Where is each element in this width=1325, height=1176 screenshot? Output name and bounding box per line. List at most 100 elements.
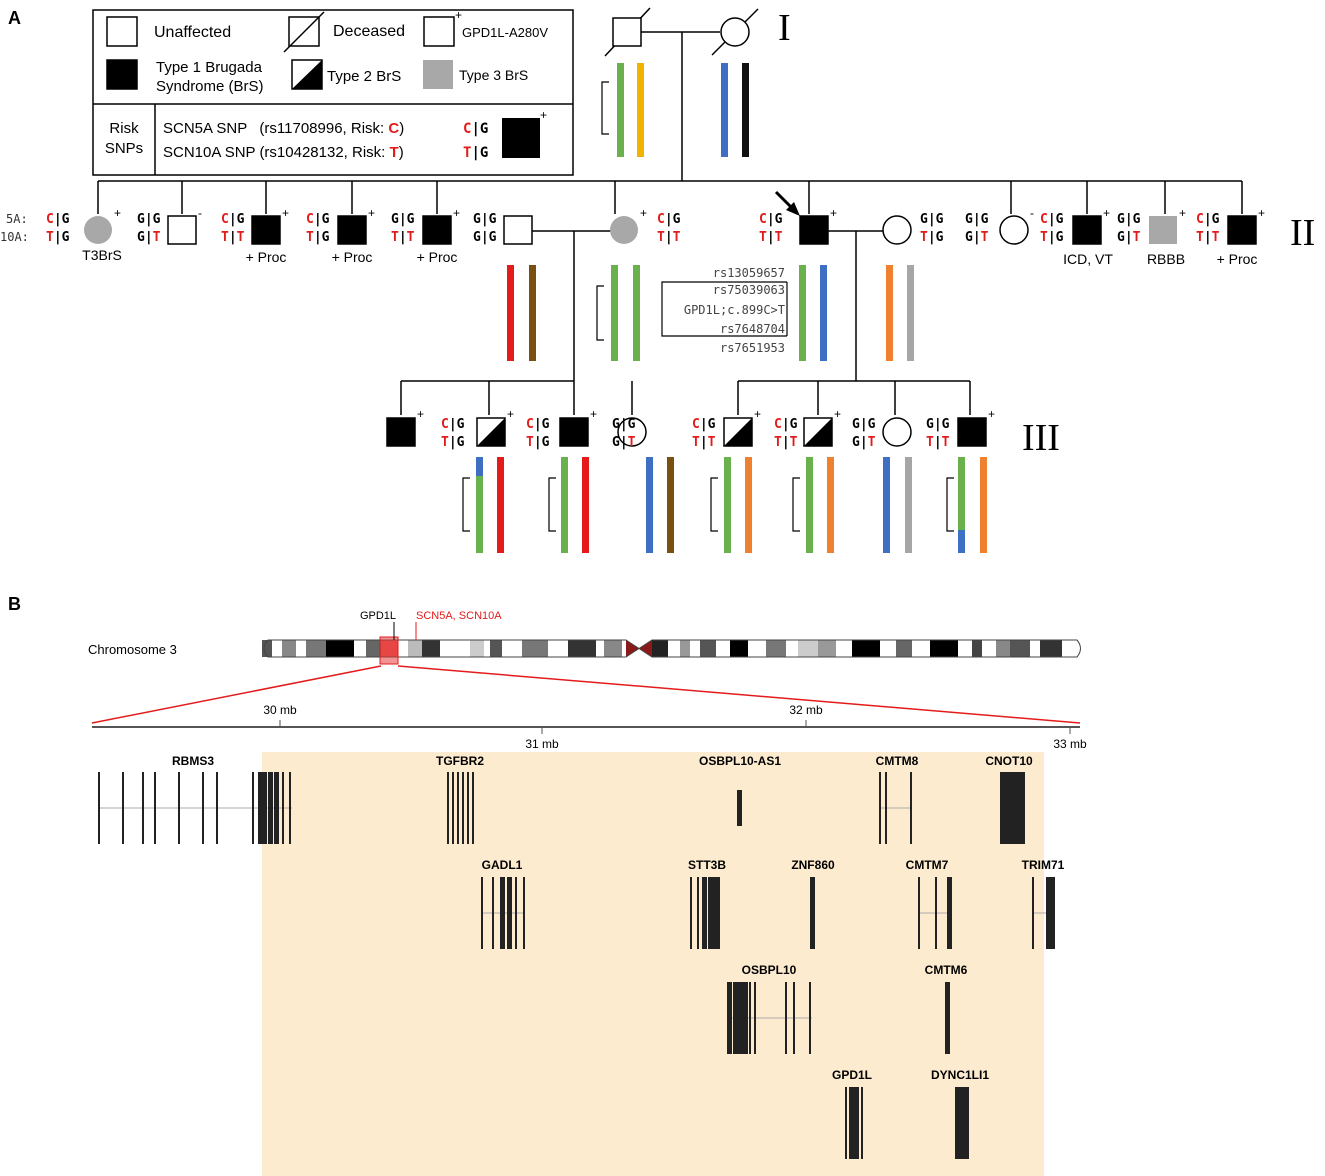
geno-ii-5-top-ch0: G (391, 212, 399, 227)
geno-ii-9-top-ch1: | (928, 212, 936, 227)
ind-iii-5-fill (724, 418, 752, 446)
geno-iii-4-top-ch2: G (708, 417, 716, 432)
chromosome-band-46 (1030, 640, 1040, 657)
key-plus: + (540, 108, 547, 122)
geno-iii-5-top: C|G (774, 417, 798, 432)
gene-label-stt3b: STT3B (688, 858, 726, 872)
ind-ii-8-sign: + (830, 206, 837, 220)
bar-i-1-a (617, 63, 624, 157)
geno-iii-1-top-ch2: G (457, 417, 465, 432)
bar-ii-6-b (529, 265, 536, 361)
geno-ii-5-top-ch1: | (399, 212, 407, 227)
chromosome-band-16 (502, 640, 522, 657)
geno-ii-10-top: G|G (965, 212, 989, 227)
geno-ii-5-bottom-ch1: | (399, 230, 407, 245)
bar-iii-4-b (667, 457, 674, 553)
gene-exon-cmtm6-1 (948, 982, 950, 1054)
geno-iii-4-top: C|G (692, 417, 716, 432)
geno-iii-2-top-ch2: G (542, 417, 550, 432)
geno-ii-12-bottom-ch0: G (1117, 230, 1125, 245)
axis-label-32: 32 mb (789, 703, 823, 717)
geno-iii-1-top-ch0: C (441, 417, 449, 432)
gene-exon-stt3b-5 (718, 877, 720, 949)
bar-i-1-b (637, 63, 644, 157)
deceased-slash (283, 11, 325, 53)
gene-exon-znf860-1 (813, 877, 815, 949)
ind-ii-10-sign: - (1030, 206, 1034, 220)
geno-ii-1-top: C|G (46, 212, 70, 227)
chromosome-band-31 (766, 640, 786, 657)
geno-iii-2-bottom-ch1: | (534, 435, 542, 450)
haplotype-marker-box: rs13059657 rs75039063 GPD1L;c.899C>T rs7… (661, 266, 788, 355)
ind-iii-1-sign: + (417, 407, 424, 421)
type2-fill (292, 60, 322, 89)
geno-ii-1-bottom-ch0: T (46, 230, 54, 245)
ind-iii-6-fill (804, 418, 832, 446)
geno-ii-2-top: G|G (137, 212, 161, 227)
geno-ii-9-top: G|G (920, 212, 944, 227)
geno-ii-12-top-ch1: | (1125, 212, 1133, 227)
geno-ii-9-bottom-ch2: G (936, 230, 944, 245)
geno-iii-6-bottom: G|T (852, 435, 876, 450)
chromosome-band-35 (836, 640, 852, 657)
gene-exon-gpd1l-2 (853, 1087, 858, 1159)
snp1-text: SCN5A SNP (rs11708996, Risk: (163, 120, 388, 137)
genomic-axis: 30 mb 31 mb 32 mb 33 mb (92, 703, 1087, 751)
marker-rs13059657: rs13059657 (713, 266, 785, 280)
geno-iii-7-top-ch2: G (942, 417, 950, 432)
gen-label-ii: II (1290, 212, 1315, 254)
key-top-sep: | (471, 121, 479, 137)
geno-ii-11-top-ch0: C (1040, 212, 1048, 227)
geno-iii-1-bottom: T|G (441, 435, 465, 450)
gene-label-gadl1: GADL1 (482, 858, 523, 872)
geno-ii-3-top-ch0: C (221, 212, 229, 227)
gene-model-trim71 (1032, 877, 1055, 949)
highlight-region (262, 752, 1044, 1176)
gene-label-gpd1l: GPD1L (832, 1068, 872, 1082)
centromere-right (639, 640, 652, 657)
geno-ii-4-top-ch2: G (322, 212, 330, 227)
geno-ii-7-bottom-ch2: T (673, 230, 681, 245)
geno-iii-5-bottom-ch0: T (774, 435, 782, 450)
geno-ii-11-top: C|G (1040, 212, 1064, 227)
type3-symbol (423, 60, 453, 89)
ind-i-1 (612, 17, 642, 47)
chromosome-band-27 (700, 640, 716, 657)
geno-ii-6-top-ch1: | (481, 212, 489, 227)
geno-ii-10-top-ch0: G (965, 212, 973, 227)
geno-ii-8-top-ch0: C (759, 212, 767, 227)
ind-ii-11-sign: + (1103, 206, 1110, 220)
geno-ii-7-top: C|G (657, 212, 681, 227)
gpd1l-symbol (423, 16, 455, 47)
legend-type3: Type 3 BrS (459, 67, 528, 83)
geno-ii-4-top-ch0: C (306, 212, 314, 227)
proband-arrow (774, 190, 800, 216)
geno-iii-3-top-ch0: G (612, 417, 620, 432)
geno-ii-13-bottom: T|T (1196, 230, 1220, 245)
bar-iii-7-a (883, 457, 890, 553)
chromosome-band-1 (272, 640, 282, 657)
geno-ii-1-bottom: T|G (46, 230, 70, 245)
bar-iii-6-b (827, 457, 834, 553)
gene-exon-cnot10-4 (1020, 772, 1025, 844)
gene-model-osbpl10-as1 (737, 790, 742, 826)
geno-iii-4-bottom-ch1: | (700, 435, 708, 450)
geno-ii-1-bottom-ch2: G (62, 230, 70, 245)
gene-exon-dync1li1-2 (964, 1087, 969, 1159)
geno-ii-2-bottom-ch2: T (153, 230, 161, 245)
geno-ii-6-bottom: G|G (473, 230, 497, 245)
geno-ii-8-top: C|G (759, 212, 783, 227)
legend-gpd1l-plus: + (455, 8, 462, 22)
geno-iii-1-bottom-ch0: T (441, 435, 449, 450)
legend-type1-line2: Syndrome (BrS) (156, 78, 264, 95)
gene-models (98, 772, 1055, 1159)
ind-ii-5 (422, 215, 452, 245)
bar-i-2-a (721, 63, 728, 157)
marker-gpd1l: GPD1L;c.899C>T (684, 303, 785, 317)
pedigree-lines (97, 7, 1243, 415)
geno-ii-10-top-ch2: G (981, 212, 989, 227)
geno-ii-4-top: C|G (306, 212, 330, 227)
geno-iii-1-top-ch1: | (449, 417, 457, 432)
gene-label-cmtm6: CMTM6 (925, 963, 968, 977)
gene-labels: RBMS3 TGFBR2 OSBPL10-AS1 CMTM8 CNOT10 GA… (172, 754, 1065, 1082)
